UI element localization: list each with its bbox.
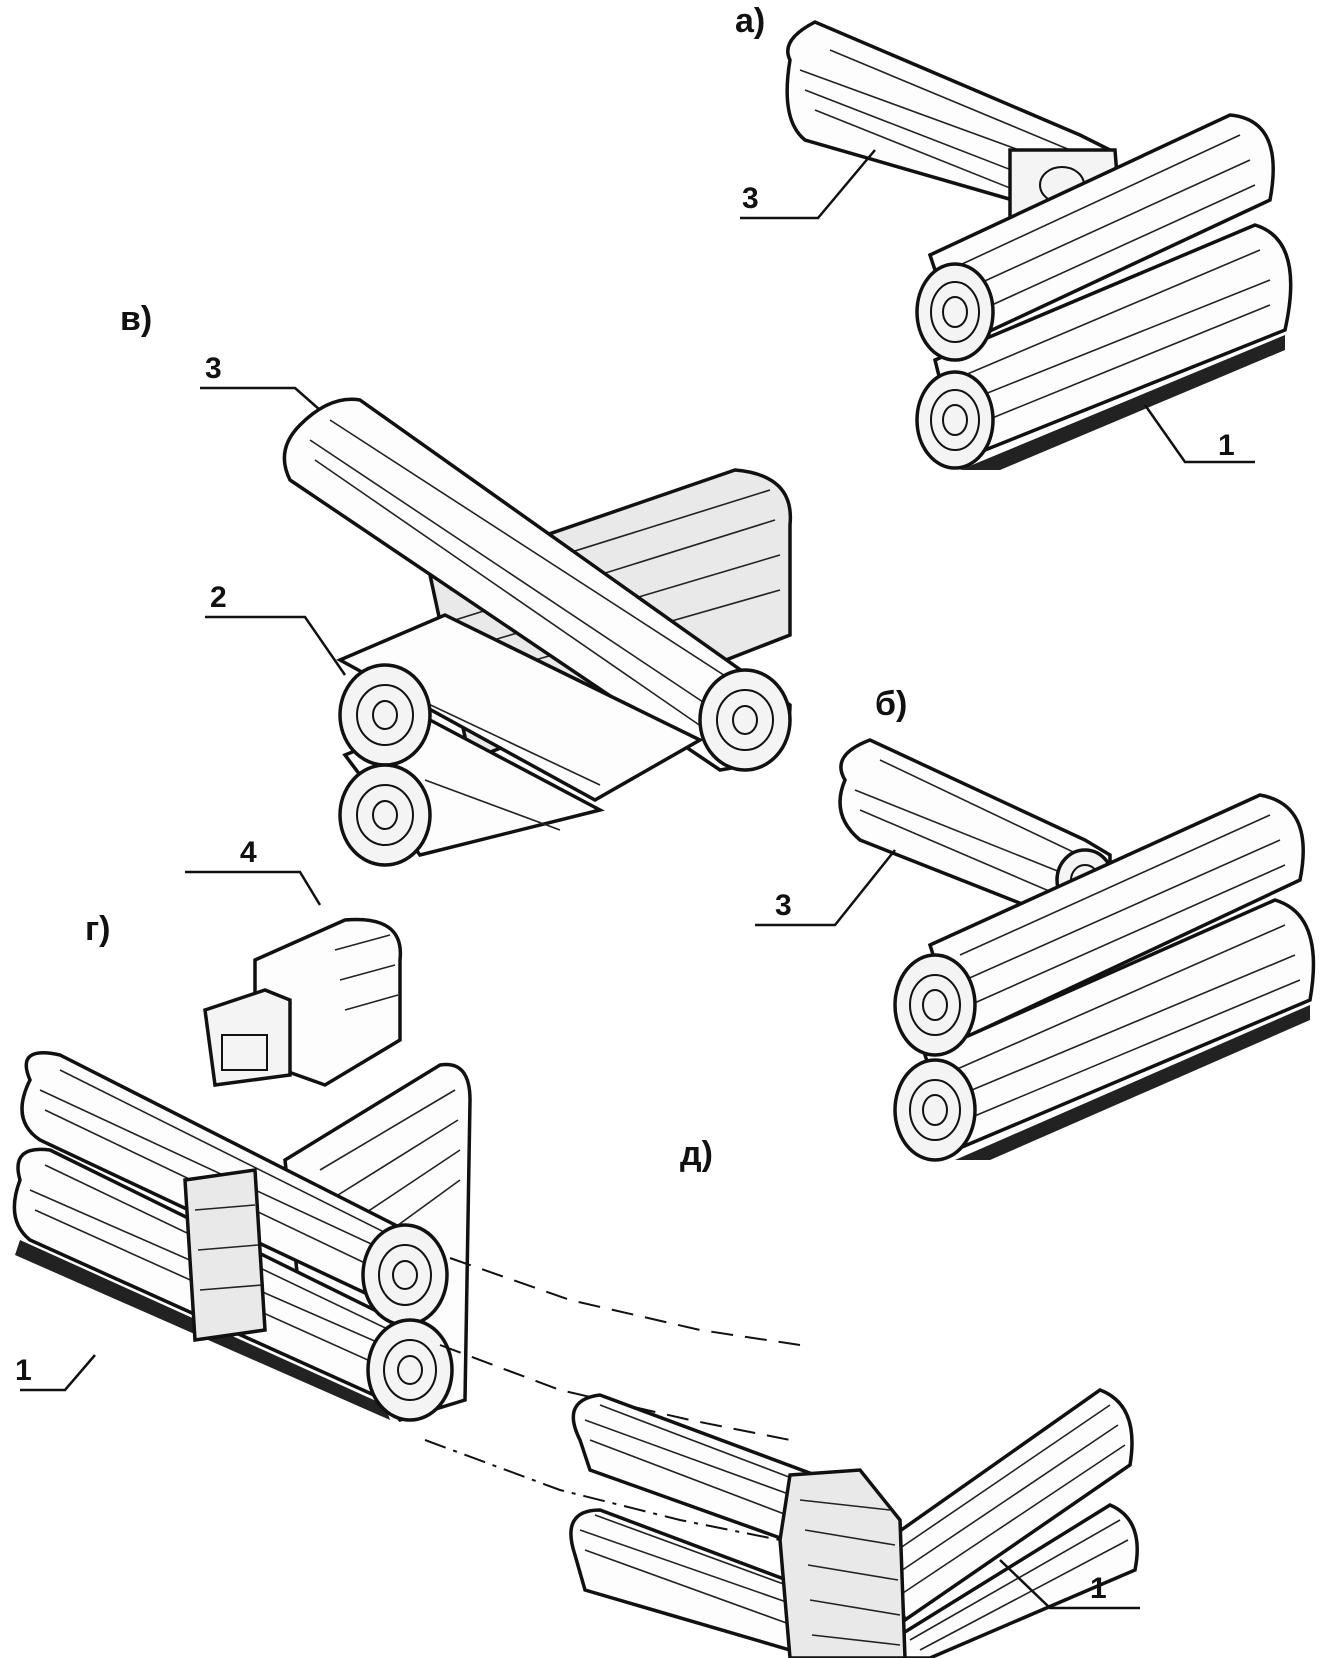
figure-g-label: г) (85, 910, 110, 948)
figure-g-log-end-lower (366, 1318, 454, 1422)
figure-d-right-log-upper (877, 1388, 1134, 1623)
figure-b-wall-log-lower (922, 898, 1316, 1153)
figure-v-label: в) (120, 300, 152, 338)
figure-d-corner-interlock (778, 1468, 907, 1658)
figure-a-log-end-upper (915, 262, 995, 362)
figure-b-label: б) (875, 685, 907, 723)
figure-g-callout-4: 4 (240, 836, 257, 869)
figure-d-callout-1: 1 (1090, 1572, 1107, 1605)
figure-g-piece-tenon (203, 988, 292, 1087)
figure-d: д) 1 (569, 1135, 1140, 1658)
figure-b-log-end-upper (893, 953, 977, 1057)
figure-v-top-log-end (698, 668, 792, 772)
figure-v: в) 3 2 (120, 300, 793, 867)
figure-v-log-end-upper (338, 663, 432, 767)
figure-b-callout-3: 3 (775, 889, 792, 922)
figure-a-label: а) (735, 2, 765, 40)
figure-g: г) 4 1 (12, 836, 472, 1423)
figure-b-wall-log-upper (927, 793, 1305, 1043)
figure-a-log-end-lower (915, 370, 995, 470)
figure-v-callout-2: 2 (210, 581, 227, 614)
figure-g-log-end-upper (361, 1223, 449, 1327)
figure-a-wall-log-upper (927, 113, 1275, 348)
figure-g-notch-band (183, 1167, 267, 1343)
figure-b-log-end-lower (893, 1058, 977, 1162)
figure-v-log-end-lower (338, 763, 432, 867)
figure-b: б) 3 (755, 685, 1316, 1162)
figure-a-callout-1: 1 (1218, 429, 1235, 462)
projection-lines (424, 1257, 801, 1541)
figure-v-callout-3: 3 (205, 352, 222, 385)
figure-v-front-log-upper (336, 613, 704, 803)
figure-a-callout-3: 3 (742, 182, 759, 215)
figure-a: а) 3 1 (735, 2, 1293, 470)
figure-d-label: д) (680, 1135, 713, 1173)
figure-g-callout-1: 1 (15, 1354, 32, 1387)
